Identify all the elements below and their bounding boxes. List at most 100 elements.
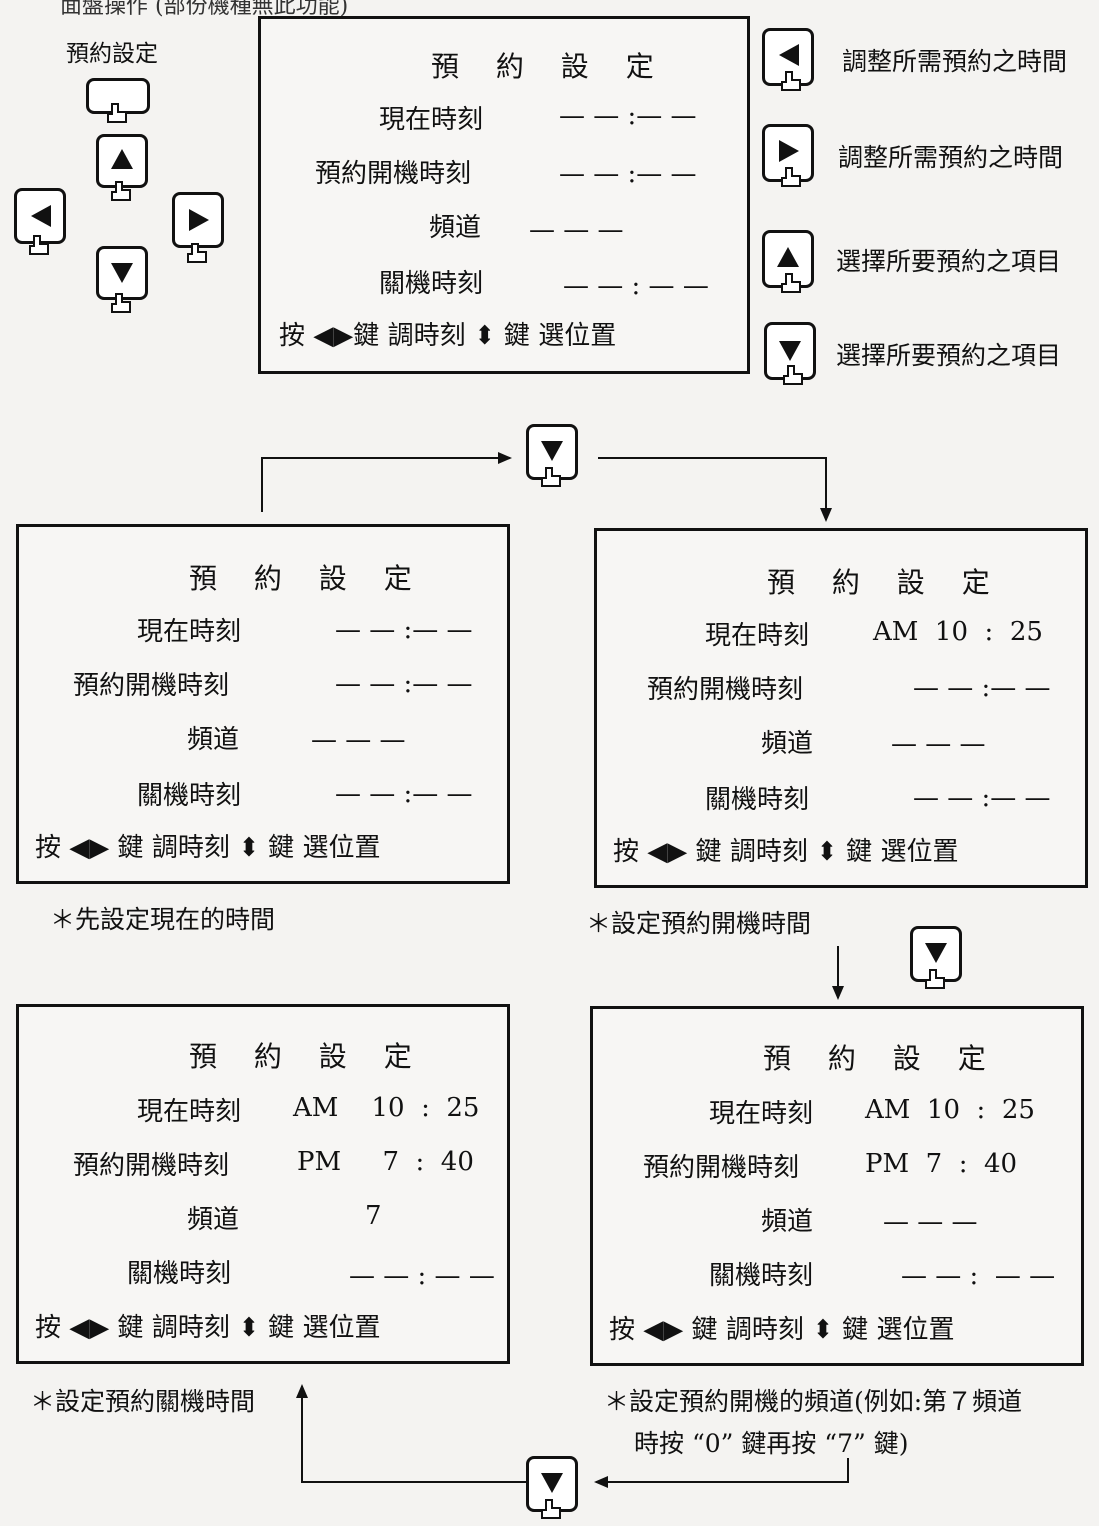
hand-pointer-icons-right [781, 71, 803, 385]
up-arrow-icon [777, 247, 799, 267]
down-arrow-icon [111, 263, 133, 283]
left-arrow-icon [31, 205, 51, 227]
instruction-line: 按 ◀▶ 鍵 調時刻 ⬍ 鍵 選位置 [35, 1307, 380, 1344]
hint-select: 選位置 [302, 1313, 381, 1343]
hint-key2: 鍵 [268, 1313, 295, 1343]
current-time-label: 現在時刻 [709, 1099, 814, 1129]
legend-label: 預約設定 [66, 41, 158, 67]
channel-value: — — — [891, 729, 986, 759]
down-arrow-icon [925, 943, 947, 963]
power-off-value: — — : — — [349, 1261, 495, 1291]
left-right-arrows-icon: ◀▶ [313, 321, 354, 351]
down-arrow-icon [541, 441, 563, 461]
channel-label: 頻道 [761, 1207, 814, 1237]
power-on-value: PM 7 : 40 [297, 1147, 474, 1177]
hint-select: 選位置 [538, 321, 617, 351]
power-off-value: — — :— — [335, 779, 473, 809]
note-step3-line2: 時按 “0” 鍵再按 “7” 鍵) [634, 1429, 909, 1458]
hint-press: 按 [35, 833, 62, 863]
note-step3-line1: ＊設定預約開機的頻道(例如:第７頻道 [604, 1387, 1023, 1416]
channel-label: 頻道 [429, 213, 482, 243]
panel-step3: 預 約 設 定 現在時刻 AM 10 : 25 預約開機時刻 PM 7 : 40… [590, 1006, 1084, 1366]
flow-down-key-3[interactable] [526, 1456, 578, 1512]
power-on-label: 預約開機時刻 [73, 671, 230, 701]
hint-key1: 鍵 [691, 1315, 718, 1345]
power-off-value: — — : — — [901, 1261, 1056, 1291]
instruction-line: 按 ◀▶鍵 調時刻 ⬍ 鍵 選位置 [279, 315, 616, 352]
hint-press: 按 [279, 321, 306, 351]
left-right-arrows-icon: ◀▶ [643, 1315, 684, 1345]
hint-key1: 鍵 [117, 1313, 144, 1343]
hint-press: 按 [613, 837, 640, 867]
hand-pointer-icons [29, 103, 207, 313]
top-caption: 面盤操作 (部份機種無此功能) [60, 0, 349, 19]
desc-down: 選擇所要預約之項目 [836, 341, 1062, 370]
panel-step1: 預 約 設 定 現在時刻 — — :— — 預約開機時刻 — — :— — 頻道… [16, 524, 510, 884]
hint-key1: 鍵 [117, 833, 144, 863]
power-off-label: 關機時刻 [705, 785, 810, 815]
hint-select: 選位置 [302, 833, 381, 863]
channel-label: 頻道 [187, 1205, 240, 1235]
hint-select: 選位置 [880, 837, 959, 867]
current-time-label: 現在時刻 [137, 1097, 242, 1127]
up-down-arrows-icon: ⬍ [238, 833, 260, 863]
power-off-label: 關機時刻 [379, 269, 484, 299]
left-arrow-icon [779, 44, 799, 66]
up-down-arrows-icon: ⬍ [238, 1313, 260, 1343]
panel-step4: 預 約 設 定 現在時刻 AM 10 : 25 預約開機時刻 PM 7 : 40… [16, 1004, 510, 1364]
panel-main: 預 約 設 定 現在時刻 — — :— — 預約開機時刻 — — :— — 頻道… [258, 16, 750, 374]
hint-press: 按 [609, 1315, 636, 1345]
hint-adjust: 調時刻 [729, 837, 808, 867]
hint-adjust: 調時刻 [387, 321, 466, 351]
note-step2: ＊設定預約開機時間 [586, 909, 812, 938]
hint-key2: 鍵 [503, 321, 530, 351]
remote-right-key[interactable] [172, 192, 224, 248]
power-on-value: — — :— — [559, 159, 697, 189]
power-on-value: PM 7 : 40 [865, 1149, 1018, 1179]
hint-adjust: 調時刻 [725, 1315, 804, 1345]
current-time-value: AM 10 : 25 [873, 617, 1043, 647]
hint-key2: 鍵 [842, 1315, 869, 1345]
current-time-label: 現在時刻 [137, 617, 242, 647]
up-down-arrows-icon: ⬍ [816, 837, 838, 867]
right-arrow-icon [779, 140, 799, 162]
power-off-label: 關機時刻 [127, 1259, 232, 1289]
instruction-line: 按 ◀▶ 鍵 調時刻 ⬍ 鍵 選位置 [613, 831, 958, 868]
current-time-value: — — :— — [335, 615, 473, 645]
power-on-label: 預約開機時刻 [647, 675, 804, 705]
left-right-arrows-icon: ◀▶ [69, 833, 110, 863]
channel-value: — — — [883, 1207, 978, 1237]
flow-down-key-2[interactable] [910, 926, 962, 982]
note-step4: ＊設定預約關機時間 [30, 1387, 256, 1416]
hint-key2: 鍵 [268, 833, 295, 863]
down-arrow-icon [541, 1473, 563, 1493]
hint-adjust: 調時刻 [151, 1313, 230, 1343]
note-step1: ＊先設定現在的時間 [50, 905, 276, 934]
power-on-value: — — :— — [913, 673, 1051, 703]
left-right-arrows-icon: ◀▶ [647, 837, 688, 867]
up-down-arrows-icon: ⬍ [812, 1315, 834, 1345]
hint-key1: 鍵 [695, 837, 722, 867]
power-on-label: 預約開機時刻 [73, 1151, 230, 1181]
flow-down-key-1[interactable] [526, 424, 578, 480]
power-on-label: 預約開機時刻 [643, 1153, 800, 1183]
instruction-line: 按 ◀▶ 鍵 調時刻 ⬍ 鍵 選位置 [35, 827, 380, 864]
channel-label: 頻道 [187, 725, 240, 755]
current-time-value: AM 10 : 25 [293, 1093, 480, 1123]
panel-title: 預 約 設 定 [767, 566, 1004, 599]
desc-right: 調整所需預約之時間 [838, 143, 1064, 172]
panel-title: 預 約 設 定 [763, 1042, 1000, 1075]
current-time-label: 現在時刻 [705, 621, 810, 651]
power-on-label: 預約開機時刻 [315, 159, 472, 189]
power-on-value: — — :— — [335, 669, 473, 699]
panel-title: 預 約 設 定 [431, 50, 668, 83]
channel-value: 7 [365, 1201, 382, 1231]
panel-step2: 預 約 設 定 現在時刻 AM 10 : 25 預約開機時刻 — — :— — … [594, 528, 1088, 888]
panel-title: 預 約 設 定 [189, 562, 426, 595]
channel-value: — — — [311, 725, 406, 755]
channel-label: 頻道 [761, 729, 814, 759]
hint-adjust: 調時刻 [151, 833, 230, 863]
hint-select: 選位置 [876, 1315, 955, 1345]
power-off-value: — — : — — [563, 271, 709, 301]
